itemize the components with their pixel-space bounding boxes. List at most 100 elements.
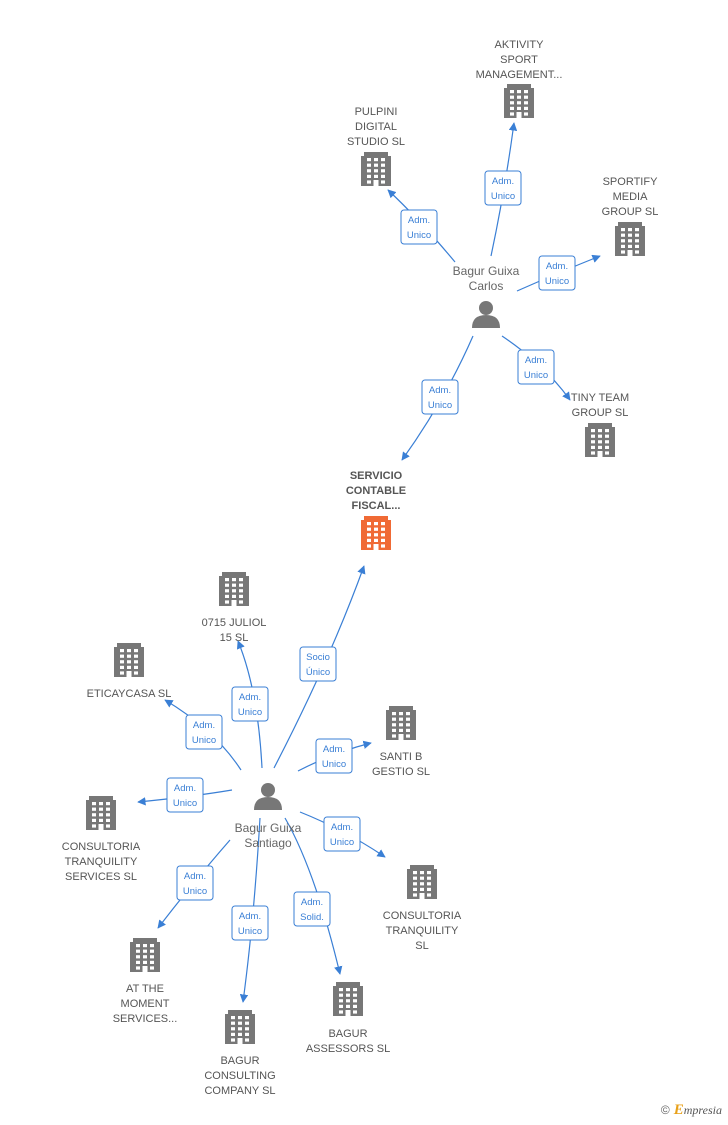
building-window: [427, 876, 431, 880]
company-node-atthemoment[interactable]: AT THEMOMENTSERVICES...: [113, 938, 178, 1025]
building-window: [420, 876, 424, 880]
edge-label-box[interactable]: [293, 891, 331, 927]
building-icon[interactable]: [615, 222, 645, 256]
building-window: [150, 966, 154, 970]
building-icon[interactable]: [114, 643, 144, 677]
node-label-line: Bagur Guixa: [235, 821, 302, 835]
company-node-aktivity[interactable]: AKTIVITYSPORTMANAGEMENT...: [476, 39, 563, 118]
node-label-line: SERVICIO: [350, 470, 403, 482]
building-icon[interactable]: [585, 423, 615, 457]
building-window: [339, 988, 343, 992]
building-window: [245, 1021, 249, 1025]
edge-label-box[interactable]: [231, 905, 269, 941]
edge-label-box[interactable]: [166, 777, 204, 813]
building-window: [367, 180, 371, 184]
building-window: [524, 90, 528, 94]
building-window: [367, 158, 371, 162]
building-icon[interactable]: [504, 84, 534, 118]
building-window: [374, 533, 378, 537]
building-window: [406, 723, 410, 727]
node-label-line: SPORT: [500, 54, 538, 66]
edge-label-text: Socio: [306, 652, 330, 663]
building-window: [605, 451, 609, 455]
building-window: [106, 802, 110, 806]
building-window: [367, 533, 371, 537]
building-window: [621, 239, 625, 243]
edge-label-box[interactable]: [421, 379, 459, 415]
building-window: [134, 671, 138, 675]
edge-label-box[interactable]: [517, 349, 555, 385]
edge-carlos-to-servicio: Adm.Unico: [401, 335, 474, 461]
edge-label-text: Adm.: [525, 355, 547, 366]
building-door: [627, 250, 633, 256]
node-label-line: 15 SL: [220, 632, 249, 644]
building-icon[interactable]: [130, 938, 160, 972]
node-label-line: Santiago: [244, 836, 292, 850]
building-window: [136, 944, 140, 948]
edge-label-text: Adm.: [193, 720, 215, 731]
node-label-line: SERVICES SL: [65, 871, 137, 883]
company-node-servicio[interactable]: SERVICIOCONTABLEFISCAL...: [346, 470, 406, 550]
building-window: [339, 1004, 343, 1008]
edge-label-box[interactable]: [323, 816, 361, 852]
building-icon[interactable]: [386, 706, 416, 740]
company-node-eticaycasa[interactable]: ETICAYCASA SL: [87, 643, 172, 700]
person-icon[interactable]: [254, 783, 282, 810]
building-window: [106, 813, 110, 817]
building-icon[interactable]: [361, 516, 391, 550]
building-window: [381, 169, 385, 173]
company-node-santib[interactable]: SANTI B GESTIO SL: [372, 706, 430, 778]
building-window: [231, 1021, 235, 1025]
node-label-line: GESTIO SL: [372, 766, 430, 778]
building-icon[interactable]: [225, 1010, 255, 1044]
building-window: [92, 802, 96, 806]
building-window: [413, 876, 417, 880]
edge-label-box[interactable]: [185, 714, 223, 750]
building-icon[interactable]: [219, 572, 249, 606]
edge-santiago-to-atthemoment: Adm.Unico: [157, 839, 231, 929]
edge-label-box[interactable]: [538, 255, 576, 291]
building-icon[interactable]: [407, 865, 437, 899]
building-icon[interactable]: [86, 796, 116, 830]
building-window: [339, 993, 343, 997]
building-window: [510, 101, 514, 105]
building-window: [524, 112, 528, 116]
edge-label-box[interactable]: [484, 170, 522, 206]
building-window: [605, 440, 609, 444]
building-icon[interactable]: [361, 152, 391, 186]
person-icon[interactable]: [472, 301, 500, 328]
building-window: [591, 451, 595, 455]
building-window: [374, 174, 378, 178]
node-label-line: SPORTIFY: [603, 176, 658, 188]
building-window: [225, 600, 229, 604]
building-window: [99, 818, 103, 822]
node-label-line: SANTI B: [380, 751, 423, 763]
edge-label-text: Unico: [407, 230, 431, 241]
servicio-label: SERVICIOCONTABLEFISCAL...: [346, 470, 406, 512]
building-window: [399, 712, 403, 716]
edge-label-text: Adm.: [184, 871, 206, 882]
edge-label-box[interactable]: [231, 686, 269, 722]
building-icon[interactable]: [333, 982, 363, 1016]
edge-label-box[interactable]: [176, 865, 214, 901]
edge-label-box[interactable]: [400, 209, 438, 245]
building-window: [150, 949, 154, 953]
building-window: [367, 538, 371, 542]
edge-carlos-to-tinyteam: Adm.Unico: [501, 335, 571, 401]
edge-label-box[interactable]: [315, 738, 353, 774]
edge-label-box[interactable]: [299, 646, 337, 682]
building-window: [427, 893, 431, 897]
edge-santiago-to-bagurAssessors: Adm.Solid.: [284, 817, 343, 975]
